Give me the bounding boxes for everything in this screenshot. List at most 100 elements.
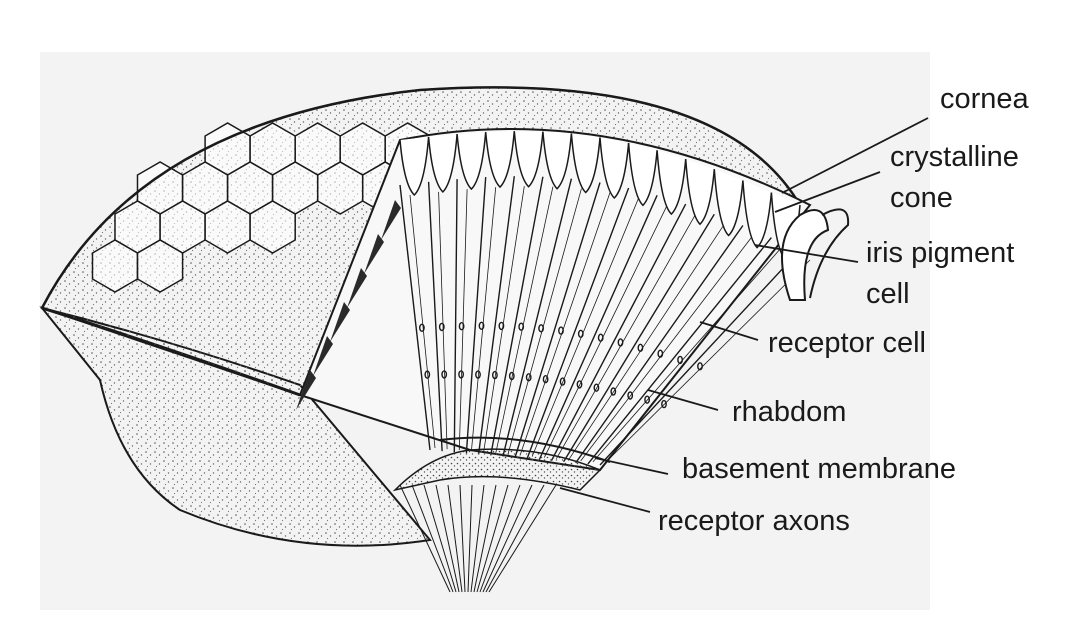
axon-13 (488, 484, 557, 593)
pigment-wedge-1 (364, 234, 384, 274)
ommatidium-inner-3 (471, 187, 497, 452)
ommatidium-inner-14 (604, 259, 811, 464)
crystalline-cone-8 (627, 142, 658, 207)
crystalline-cone-7 (599, 137, 630, 200)
ommatidium-line-14 (599, 249, 801, 466)
ommatidium-inner-11 (568, 223, 725, 461)
axon-1 (411, 484, 454, 593)
leader-cornea (781, 117, 929, 194)
ommatidium-line-2 (453, 179, 458, 453)
axon-2 (423, 484, 457, 593)
nucleus-3-2 (475, 370, 481, 379)
axon-3 (435, 484, 460, 593)
ommatidium-line-4 (477, 176, 515, 455)
pigment-wedge-5 (296, 370, 316, 410)
axon-7 (470, 484, 485, 593)
ommatidium-inner-2 (458, 189, 468, 451)
nucleus-9-1 (597, 333, 604, 342)
axon-8 (473, 484, 497, 593)
ommatidium-line-8 (526, 187, 630, 459)
leader-crystalline-cone (774, 171, 881, 213)
pigment-wedge-0 (381, 200, 401, 240)
ommatidium-inner-7 (519, 192, 611, 456)
ommatidium-inner-10 (556, 213, 697, 459)
leader-iris-pigment-cell (754, 244, 859, 263)
pigment-wedge-4 (313, 336, 333, 376)
nucleus-6-1 (538, 324, 544, 333)
nucleus-4-2 (491, 370, 498, 380)
nucleus-3-1 (478, 321, 485, 330)
ommatidium-inner-1 (438, 191, 448, 450)
ommatidium-line-12 (575, 225, 744, 464)
crystalline-cone-9 (656, 150, 687, 216)
nucleus-8-2 (559, 377, 566, 386)
ommatidium-line-6 (502, 178, 573, 457)
axon-10 (479, 484, 521, 593)
crystalline-cone-1 (427, 134, 458, 193)
crystalline-cone-4 (513, 131, 544, 188)
receptor-axons-bundle (399, 484, 557, 593)
axon-5 (459, 484, 466, 593)
ommatidium-inner-4 (483, 186, 525, 453)
label-crystalline-cone-line2: cone (890, 182, 953, 214)
leader-basement-membrane (594, 457, 669, 475)
nucleus-10-1 (617, 338, 624, 347)
leader-receptor-cell (699, 321, 759, 341)
nucleus-13-2 (644, 395, 650, 404)
label-receptor-axons: receptor axons (658, 505, 850, 537)
axon-4 (447, 484, 463, 593)
nucleus-6-2 (525, 373, 532, 382)
crystalline-cone-2 (456, 132, 487, 191)
nucleus-12-2 (627, 391, 634, 400)
nucleus-4-1 (498, 321, 505, 331)
nucleus-8-1 (577, 329, 584, 338)
ommatidium-inner-13 (592, 247, 782, 463)
crystalline-cone-11 (713, 169, 744, 237)
nucleus-5-1 (518, 322, 525, 331)
ommatidium-inner-8 (531, 197, 639, 457)
axon-6 (467, 484, 473, 593)
ommatidium-line-3 (465, 177, 487, 454)
leader-lines (559, 117, 929, 513)
label-cornea: cornea (940, 83, 1030, 115)
pigment-wedge-2 (347, 268, 367, 308)
ommatidium-line-7 (514, 182, 601, 458)
nucleus-12-1 (657, 349, 664, 358)
nucleus-14-2 (661, 399, 667, 409)
crystalline-cone-5 (542, 131, 573, 190)
nucleus-13-1 (677, 355, 683, 365)
nucleus-11-2 (610, 387, 617, 396)
label-iris-pigment-cell-line1: iris pigment (866, 237, 1014, 269)
nucleus-11-1 (637, 343, 644, 352)
ommatidia-fan (296, 127, 812, 492)
ommatidium-inner-6 (507, 188, 582, 455)
nucleus-2-1 (458, 322, 465, 331)
label-rhabdom: rhabdom (732, 396, 846, 428)
nucleus-2-2 (458, 370, 464, 379)
ommatidium-inner-9 (543, 205, 668, 458)
facet-hexagon-16 (136, 239, 184, 293)
ommatidium-line-9 (538, 195, 658, 460)
axon-11 (482, 484, 533, 593)
pigment-wedge-3 (330, 302, 350, 342)
axon-9 (476, 484, 509, 593)
axon-12 (485, 484, 545, 593)
ommatidium-inner-12 (580, 235, 754, 462)
nucleus-14-1 (697, 362, 703, 371)
crystalline-cone-3 (484, 131, 516, 189)
ommatidium-line-5 (490, 176, 544, 456)
ommatidium-line-1 (427, 181, 443, 452)
leader-receptor-axons (559, 487, 651, 513)
ommatidium-line-13 (587, 237, 772, 465)
nucleus-7-2 (542, 375, 549, 384)
facet-hexagon-14 (249, 200, 296, 254)
label-receptor-cell: receptor cell (768, 327, 926, 359)
nucleus-1-2 (441, 370, 448, 379)
label-basement-membrane: basement membrane (682, 453, 956, 485)
axon-0 (399, 484, 451, 593)
nucleus-0-2 (424, 370, 431, 379)
crystalline-cone-6 (570, 133, 601, 194)
label-crystalline-cone-line1: crystalline (890, 141, 1019, 173)
label-iris-pigment-cell-line2: cell (866, 278, 910, 310)
